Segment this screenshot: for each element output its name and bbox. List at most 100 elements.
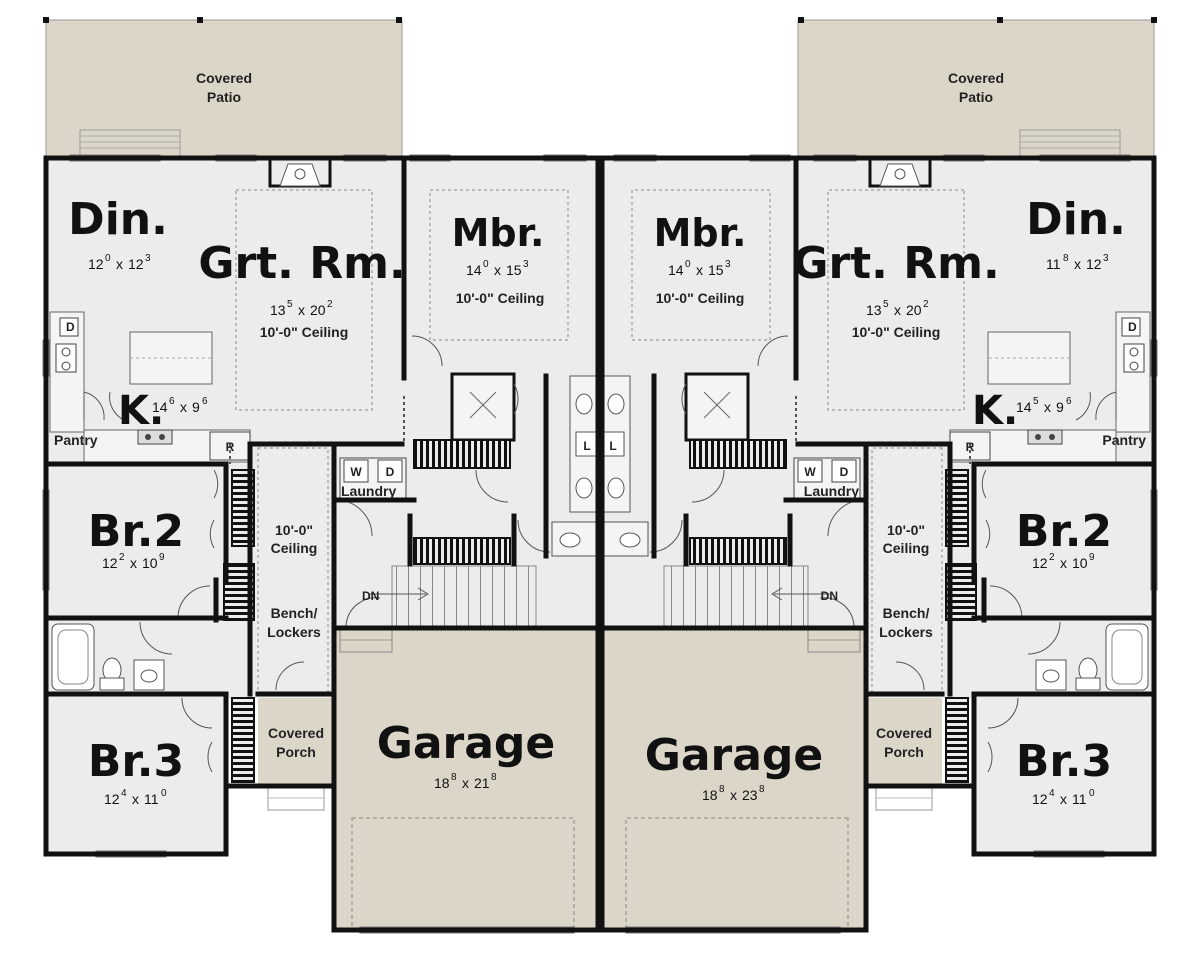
bedroom-2-label: Br.2 (1016, 506, 1112, 557)
svg-text:11: 11 (1072, 791, 1087, 807)
porch-label: Covered (268, 725, 324, 741)
bench-lockers-label: Bench/ (883, 605, 930, 621)
svg-text:5: 5 (1033, 396, 1039, 407)
laundry-label: Laundry (804, 483, 859, 499)
svg-text:9: 9 (159, 552, 165, 563)
svg-text:8: 8 (451, 772, 457, 783)
svg-text:12: 12 (128, 256, 144, 272)
pantry-label: Pantry (54, 432, 98, 448)
unit-left-labels: Covered Patio Din. 12 0 x 12 3 Grt. Rm. … (54, 70, 591, 807)
svg-text:12: 12 (1086, 256, 1102, 272)
dining-dims: 11 8 x 12 3 (1046, 253, 1109, 272)
bedroom-2-label: Br.2 (88, 506, 184, 557)
porch-label: Covered (876, 725, 932, 741)
hall-ceiling: 10'-0" (887, 522, 925, 538)
svg-text:5: 5 (883, 299, 889, 310)
great-room-dims: 13 5 x 20 2 (270, 299, 333, 318)
svg-text:8: 8 (1063, 253, 1069, 264)
svg-text:14: 14 (668, 262, 684, 278)
great-room-label: Grt. Rm. (198, 238, 405, 289)
svg-text:11: 11 (144, 791, 159, 807)
svg-text:9: 9 (1056, 399, 1064, 415)
svg-text:14: 14 (466, 262, 482, 278)
svg-text:3: 3 (725, 259, 731, 270)
svg-text:12: 12 (1032, 791, 1048, 807)
master-bedroom-label: Mbr. (452, 211, 545, 255)
svg-text:x: x (130, 555, 137, 571)
kitchen-dims: 14 6 x 9 6 (152, 396, 208, 415)
svg-text:18: 18 (434, 775, 450, 791)
great-room-dims: 13 5 x 20 2 (866, 299, 929, 318)
master-bedroom-dims: 14 0 x 15 3 (466, 259, 529, 278)
bench-lockers-label: Lockers (267, 624, 321, 640)
refrigerator-label: R (966, 440, 975, 454)
svg-text:3: 3 (1103, 253, 1109, 264)
svg-text:5: 5 (287, 299, 293, 310)
dishwasher-label: D (1128, 320, 1137, 334)
master-bedroom-dims: 14 0 x 15 3 (668, 259, 731, 278)
svg-text:6: 6 (202, 396, 208, 407)
kitchen-label: K. (118, 388, 164, 434)
bedroom-3-label: Br.3 (88, 736, 184, 787)
svg-text:x: x (494, 262, 501, 278)
bedroom-2-dims: 12 2 x 10 9 (1032, 552, 1095, 571)
svg-text:18: 18 (702, 787, 718, 803)
svg-text:0: 0 (1089, 788, 1095, 799)
svg-text:8: 8 (759, 784, 765, 795)
svg-text:x: x (116, 256, 123, 272)
svg-text:x: x (730, 787, 737, 803)
dryer-label: D (386, 465, 395, 479)
garage-dims: 18 8 x 21 8 (434, 772, 497, 791)
svg-text:20: 20 (310, 302, 326, 318)
great-room-ceiling: 10'-0" Ceiling (852, 324, 941, 340)
svg-text:12: 12 (104, 791, 120, 807)
svg-text:0: 0 (685, 259, 691, 270)
svg-text:x: x (1074, 256, 1081, 272)
svg-text:0: 0 (105, 253, 111, 264)
dryer-label: D (840, 465, 849, 479)
svg-text:21: 21 (474, 775, 490, 791)
bedroom-3-dims: 12 4 x 11 0 (104, 788, 167, 807)
patio-label: Covered (948, 70, 1004, 86)
master-ceiling: 10'-0" Ceiling (456, 290, 545, 306)
svg-text:2: 2 (119, 552, 125, 563)
linen-closet-label: L (583, 439, 590, 453)
linen-closet-label: L (609, 439, 616, 453)
laundry-label: Laundry (341, 483, 396, 499)
porch-label: Porch (884, 744, 924, 760)
hall-ceiling: 10'-0" (275, 522, 313, 538)
svg-text:2: 2 (327, 299, 333, 310)
kitchen-dims: 14 5 x 9 6 (1016, 396, 1072, 415)
svg-text:4: 4 (121, 788, 127, 799)
svg-text:10: 10 (142, 555, 158, 571)
master-ceiling: 10'-0" Ceiling (656, 290, 745, 306)
svg-text:x: x (696, 262, 703, 278)
svg-text:2: 2 (923, 299, 929, 310)
svg-text:2: 2 (1049, 552, 1055, 563)
hall-ceiling: Ceiling (271, 540, 318, 556)
washer-label: W (350, 465, 362, 479)
stair-down-label: DN (362, 589, 379, 603)
svg-text:x: x (894, 302, 901, 318)
svg-text:6: 6 (169, 396, 175, 407)
svg-text:x: x (1044, 399, 1051, 415)
svg-text:13: 13 (270, 302, 286, 318)
svg-text:10: 10 (1072, 555, 1088, 571)
svg-text:9: 9 (192, 399, 200, 415)
garage-dims: 18 8 x 23 8 (702, 784, 765, 803)
unit-right-labels: Covered Patio Din. 11 8 x 12 3 Grt. Rm. … (609, 70, 1146, 807)
pantry-label: Pantry (1102, 432, 1146, 448)
garage-label: Garage (377, 718, 556, 769)
svg-text:3: 3 (523, 259, 529, 270)
bench-lockers-label: Bench/ (271, 605, 318, 621)
svg-text:11: 11 (1046, 256, 1061, 272)
svg-text:13: 13 (866, 302, 882, 318)
svg-text:12: 12 (1032, 555, 1048, 571)
kitchen-label: K. (972, 388, 1018, 434)
great-room-label: Grt. Rm. (792, 238, 999, 289)
refrigerator-label: R (226, 440, 235, 454)
svg-text:8: 8 (719, 784, 725, 795)
patio-label: Patio (959, 89, 993, 105)
bench-lockers-label: Lockers (879, 624, 933, 640)
